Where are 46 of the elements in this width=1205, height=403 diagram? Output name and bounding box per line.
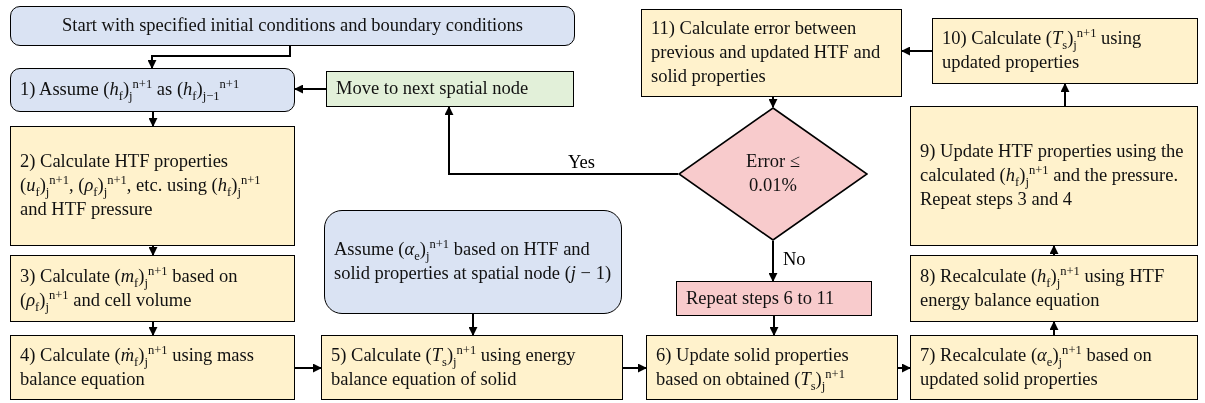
- step-text: 10) Calculate (T$_{s}$)$_{j}$$^{n+1}$ using updated properties: [941, 27, 1143, 74]
- arrow: [294, 363, 322, 373]
- process-box: [10, 335, 295, 400]
- step-text: 8) Recalculate (h$_{f}$)$_{j}$$^{n+1}$ using HTF energy balance equation: [919, 264, 1166, 312]
- arrow: [148, 111, 158, 127]
- process-box: [321, 335, 623, 400]
- process-box: [641, 9, 902, 97]
- process-box: [932, 18, 1198, 84]
- arrow: [444, 106, 679, 175]
- step-text: 4) Calculate (ṁ$_{f}$)$_{j}$$^{n+1}$ using mass balance equation: [19, 343, 255, 391]
- process-box: [326, 71, 574, 107]
- arrow: [468, 313, 478, 336]
- process-box: [646, 335, 898, 400]
- process-box: [324, 210, 622, 314]
- process-box: [676, 281, 872, 316]
- arrow: [1060, 83, 1070, 107]
- step-text: 11) Calculate error between previous and updated HTF and solid properties: [650, 17, 882, 88]
- step-text: Assume (α$_{e}$)$_{j}$$^{n+1}$ based on HTF and solid properties at spatial node (j − 1): [333, 238, 613, 285]
- process-box: [10, 255, 295, 322]
- arrow: [148, 245, 158, 256]
- process-box: [910, 255, 1198, 322]
- process-box: [10, 126, 295, 246]
- arrow: [768, 96, 778, 108]
- arrow: [148, 321, 158, 336]
- start-box: [10, 6, 575, 46]
- step-text: Move to next spatial node: [335, 77, 530, 101]
- process-box: [910, 335, 1198, 400]
- arrow: [1049, 245, 1059, 256]
- condition-text: Error ≤ 0.01%: [745, 150, 801, 197]
- step-text: 5) Calculate (T$_{s}$)$_{j}$$^{n+1}$ using energy balance equation of solid: [330, 343, 577, 391]
- arrow: [769, 315, 779, 336]
- process-box: [10, 68, 295, 112]
- step-text: 9) Update HTF properties using the calculated (h$_{f}$)$_{j}$$^{n+1}$ and the pressure. Repeat steps 3 and 4: [919, 140, 1185, 211]
- arrow: [147, 45, 291, 69]
- step-text: 7) Recalculate (α$_{e}$)$_{j}$$^{n+1}$ based on updated solid properties: [919, 343, 1153, 391]
- step-text: 3) Calculate (m$_{f}$)$_{j}$$^{n+1}$ based on (ρ$_{f}$)$_{j}$$^{n+1}$ and cell volume: [19, 264, 239, 313]
- arrow: [1049, 321, 1059, 336]
- arrow: [897, 363, 911, 373]
- step-text: Start with specified initial conditions and boundary conditions: [61, 14, 524, 38]
- step-text: Repeat steps 6 to 11: [685, 286, 836, 310]
- arrow: [622, 363, 647, 373]
- decision-diamond: [678, 107, 868, 241]
- arrow: [768, 240, 778, 282]
- arrow: [901, 46, 933, 56]
- arrow: [294, 84, 327, 94]
- process-box: [910, 106, 1198, 246]
